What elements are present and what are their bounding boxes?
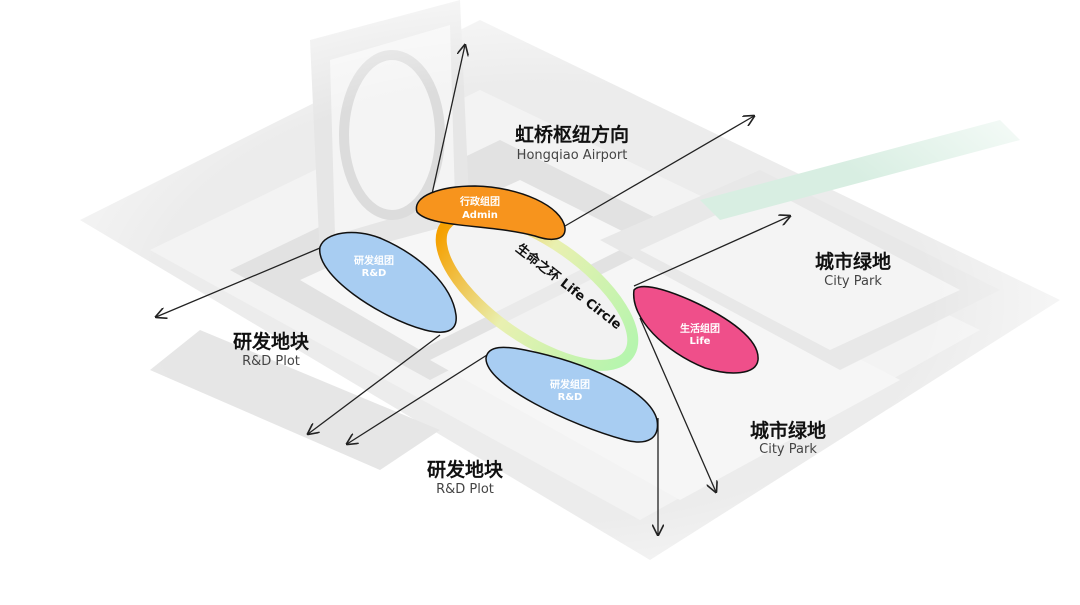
cluster-rd-bottom: 研发组团 R&D	[485, 346, 659, 443]
cluster-admin-zh: 行政组团	[459, 195, 500, 208]
cluster-admin: 行政组团 Admin	[415, 185, 566, 241]
arrow-west	[156, 247, 321, 317]
label-hongqiao-zh: 虹桥枢纽方向	[515, 123, 629, 146]
label-city-park-bottom-zh: 城市绿地	[750, 419, 826, 442]
arrow-north	[429, 45, 465, 204]
cluster-life-zh: 生活组团	[680, 322, 720, 335]
cluster-rd-left-zh: 研发组团	[354, 254, 394, 267]
arrow-northeast	[564, 116, 754, 227]
arrow-southeast	[639, 317, 716, 492]
label-rd-plot-bottom-en: R&D Plot	[436, 482, 494, 497]
direction-arrows	[156, 45, 790, 535]
cluster-admin-en: Admin	[462, 210, 498, 221]
arrow-southwest-2	[347, 354, 488, 444]
cluster-rd-left: 研发组团 R&D	[319, 231, 457, 333]
arrow-southwest-1	[308, 334, 441, 434]
cluster-life-en: Life	[690, 336, 711, 347]
arrow-east	[633, 216, 790, 287]
label-rd-plot-bottom-zh: 研发地块	[427, 458, 504, 481]
cluster-rd-bottom-en: R&D	[558, 392, 583, 403]
label-city-park-right-zh: 城市绿地	[815, 250, 891, 273]
label-city-park-right-en: City Park	[824, 274, 882, 289]
cluster-rd-left-en: R&D	[362, 268, 387, 279]
label-rd-plot-left-en: R&D Plot	[242, 354, 300, 369]
label-rd-plot-left-zh: 研发地块	[233, 330, 310, 353]
cluster-rd-bottom-zh: 研发组团	[550, 378, 590, 391]
life-circle-ring: 生命之环 Life Circle	[435, 209, 639, 371]
label-city-park-bottom-en: City Park	[759, 442, 817, 457]
cluster-life: 生活组团 Life	[633, 285, 759, 374]
label-hongqiao-en: Hongqiao Airport	[517, 148, 628, 163]
